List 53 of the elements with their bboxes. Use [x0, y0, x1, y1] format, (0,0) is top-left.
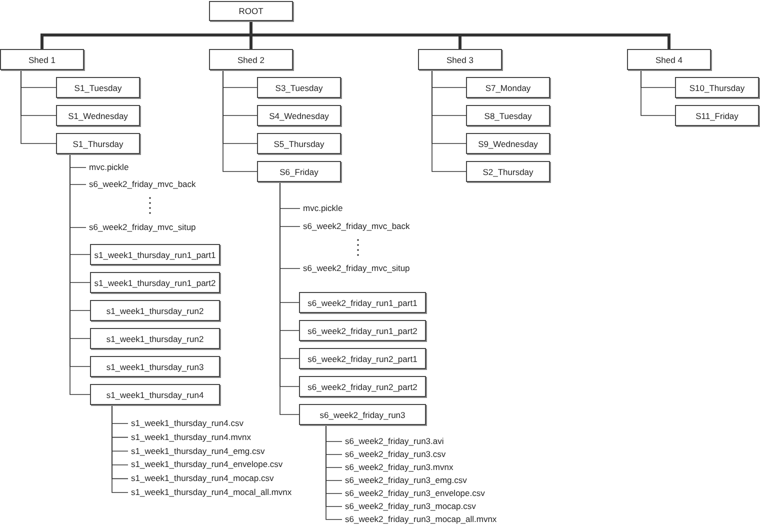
connector-line	[432, 70, 466, 172]
file-name: s6_week2_friday_mvc_situp	[300, 263, 430, 274]
file-name: s6_week2_friday_run3_emg.csv	[342, 475, 542, 486]
folder-box: S4_Wednesday	[257, 105, 341, 126]
file-name: mvc.pickle	[86, 162, 206, 173]
folder-box: S1_Wednesday	[56, 105, 140, 126]
connector-line	[640, 70, 676, 116]
folder-box: s1_week1_thursday_run1_part1	[90, 244, 220, 265]
folder-box: Shed 3	[418, 49, 502, 70]
connector-line	[20, 70, 56, 144]
folder-box: s1_week1_thursday_run2	[90, 300, 220, 321]
folder-box: s1_week1_thursday_run4	[90, 384, 220, 405]
folder-box: S1_Thursday	[56, 133, 140, 154]
folder-box: S8_Tuesday	[466, 105, 550, 126]
folder-box: S9_Wednesday	[466, 133, 550, 154]
folder-box: S5_Thursday	[257, 133, 341, 154]
file-name: mvc.pickle	[300, 203, 420, 214]
file-name: s6_week2_friday_run3.avi	[342, 436, 542, 447]
file-name: s6_week2_friday_run3.mvnx	[342, 462, 542, 473]
folder-box: s6_week2_friday_run2_part1	[299, 348, 426, 369]
file-name: s6_week2_friday_run3_envelope.csv	[342, 488, 542, 499]
folder-box: S7_Monday	[466, 77, 550, 98]
file-name: s1_week1_thursday_run4_envelope.csv	[128, 459, 328, 470]
connector-line	[222, 70, 258, 172]
file-name: s1_week1_thursday_run4_mocal_all.mvnx	[128, 487, 328, 498]
file-name: s1_week1_thursday_run4_mocap.csv	[128, 473, 328, 484]
folder-box: s6_week2_friday_run3	[299, 404, 426, 425]
file-name: s1_week1_thursday_run4.mvnx	[128, 432, 328, 443]
folder-box: s1_week1_thursday_run3	[90, 356, 220, 377]
folder-box: s1_week1_thursday_run2	[90, 328, 220, 349]
file-name: s6_week2_friday_run3.csv	[342, 449, 542, 460]
file-name: s6_week2_friday_run3_mocap.csv	[342, 501, 542, 512]
folder-box: s6_week2_friday_run2_part2	[299, 376, 426, 397]
file-name: s6_week2_friday_mvc_back	[300, 221, 430, 232]
folder-box: Shed 2	[209, 49, 293, 70]
file-name: s1_week1_thursday_run4_emg.csv	[128, 446, 328, 457]
folder-box: S1_Tuesday	[56, 77, 140, 98]
file-name: s6_week2_friday_mvc_situp	[86, 222, 216, 233]
folder-box: S6_Friday	[257, 161, 341, 182]
connector-line	[112, 404, 128, 493]
file-name: s6_week2_friday_run3_mocap_all.mvnx	[342, 514, 542, 525]
file-name: s6_week2_friday_mvc_back	[86, 179, 216, 190]
folder-box: Shed 1	[0, 49, 84, 70]
folder-box: Shed 4	[627, 49, 711, 70]
folder-box: s1_week1_thursday_run1_part2	[90, 272, 220, 293]
folder-box: s6_week2_friday_run1_part1	[299, 292, 426, 313]
folder-box: S11_Friday	[675, 105, 759, 126]
folder-box: S2_Thursday	[466, 161, 550, 182]
folder-box: S10_Thursday	[675, 77, 759, 98]
thick-connector	[250, 21, 670, 49]
folder-box: s6_week2_friday_run1_part2	[299, 320, 426, 341]
folder-box: ROOT	[209, 1, 293, 21]
folder-box: S3_Tuesday	[257, 77, 341, 98]
